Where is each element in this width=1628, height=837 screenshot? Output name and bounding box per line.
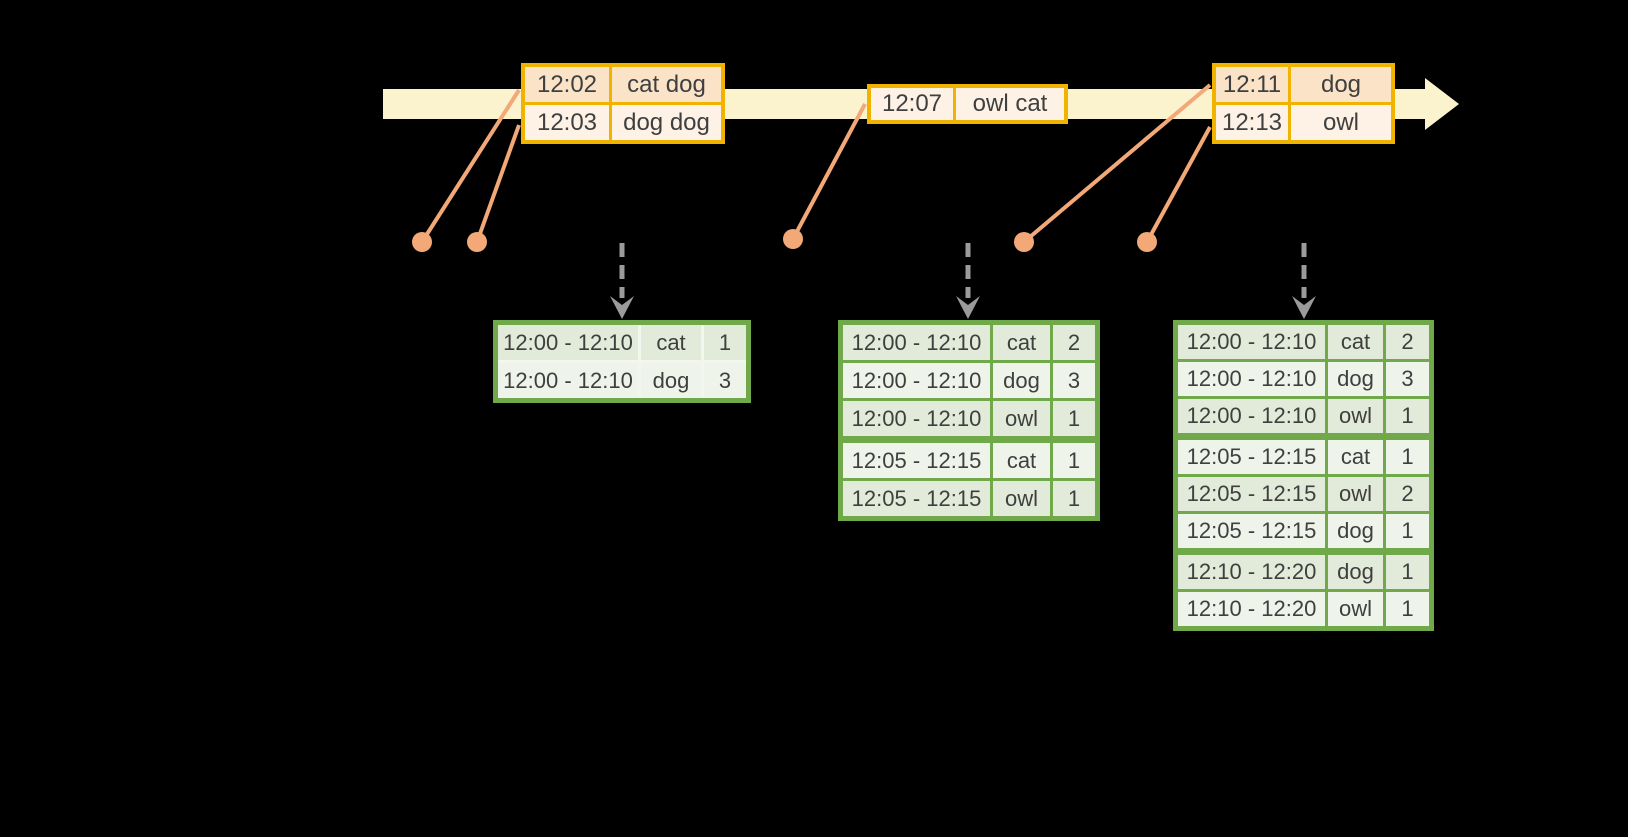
result-row: 12:05 - 12:15 dog 1: [1178, 514, 1429, 548]
word-cell: owl: [993, 481, 1050, 516]
window-cell: 12:00 - 12:10: [1178, 325, 1325, 359]
result-row: 12:00 - 12:10 dog 3: [843, 363, 1095, 398]
event-time-cell: 12:13: [1216, 105, 1288, 140]
result-row: 12:00 - 12:10 dog 3: [498, 363, 746, 398]
word-cell: dog: [1328, 362, 1383, 396]
trigger-arrowhead-icon: [956, 296, 980, 319]
window-cell: 12:00 - 12:10: [1178, 399, 1325, 433]
result-row: 12:05 - 12:15 cat 1: [1178, 440, 1429, 474]
window-cell: 12:10 - 12:20: [1178, 592, 1325, 626]
word-cell: cat: [993, 325, 1050, 360]
event-dot: [412, 232, 432, 252]
event-data-cell: owl cat: [956, 88, 1064, 120]
trigger-arrowhead-icon: [610, 296, 634, 319]
event-connector-line: [791, 103, 867, 240]
result-row: 12:10 - 12:20 dog 1: [1178, 555, 1429, 589]
result-row: 12:00 - 12:10 owl 1: [1178, 399, 1429, 433]
count-cell: 1: [1053, 443, 1095, 478]
count-cell: 1: [1386, 399, 1429, 433]
event-dot: [467, 232, 487, 252]
timeline-arrowhead-icon: [1425, 78, 1459, 130]
event-table-1: 12:02 cat dog 12:03 dog dog: [521, 63, 725, 144]
event-data-cell: dog: [1291, 67, 1391, 102]
result-table-1: 12:00 - 12:10 cat 1 12:00 - 12:10 dog 3: [493, 320, 751, 403]
result-row: 12:00 - 12:10 cat 1: [498, 325, 746, 360]
window-cell: 12:05 - 12:15: [1178, 477, 1325, 511]
window-cell: 12:05 - 12:15: [843, 481, 990, 516]
event-row: 12:11 dog: [1216, 67, 1391, 102]
word-cell: owl: [1328, 399, 1383, 433]
event-row: 12:13 owl: [1216, 105, 1391, 140]
event-time-cell: 12:07: [871, 88, 953, 120]
window-cell: 12:00 - 12:10: [843, 363, 990, 398]
count-cell: 1: [1386, 555, 1429, 589]
event-dot: [1137, 232, 1157, 252]
event-data-cell: owl: [1291, 105, 1391, 140]
word-cell: owl: [1328, 592, 1383, 626]
count-cell: 2: [1386, 477, 1429, 511]
word-cell: cat: [1328, 440, 1383, 474]
event-dot: [1014, 232, 1034, 252]
event-data-cell: cat dog: [612, 67, 721, 102]
event-time-cell: 12:02: [525, 67, 609, 102]
word-cell: dog: [1328, 555, 1383, 589]
count-cell: 1: [1386, 440, 1429, 474]
word-cell: dog: [1328, 514, 1383, 548]
result-row: 12:05 - 12:15 owl 2: [1178, 477, 1429, 511]
event-time-cell: 12:11: [1216, 67, 1288, 102]
count-cell: 1: [1386, 592, 1429, 626]
result-table-3: 12:00 - 12:10 cat 2 12:00 - 12:10 dog 3 …: [1173, 320, 1434, 631]
result-row: 12:00 - 12:10 cat 2: [1178, 325, 1429, 359]
trigger-arrowhead-icon: [1292, 296, 1316, 319]
result-row: 12:10 - 12:20 owl 1: [1178, 592, 1429, 626]
window-cell: 12:05 - 12:15: [843, 443, 990, 478]
count-cell: 1: [1053, 401, 1095, 436]
event-row: 12:07 owl cat: [871, 88, 1064, 120]
window-cell: 12:00 - 12:10: [498, 363, 638, 398]
result-row: 12:05 - 12:15 cat 1: [843, 443, 1095, 478]
word-cell: owl: [1328, 477, 1383, 511]
window-cell: 12:00 - 12:10: [843, 401, 990, 436]
result-row: 12:00 - 12:10 owl 1: [843, 401, 1095, 436]
word-cell: cat: [993, 443, 1050, 478]
window-cell: 12:00 - 12:10: [498, 325, 638, 360]
event-table-2: 12:07 owl cat: [867, 84, 1068, 124]
window-cell: 12:00 - 12:10: [843, 325, 990, 360]
count-cell: 3: [1386, 362, 1429, 396]
result-row: 12:00 - 12:10 cat 2: [843, 325, 1095, 360]
word-cell: cat: [1328, 325, 1383, 359]
result-table-2: 12:00 - 12:10 cat 2 12:00 - 12:10 dog 3 …: [838, 320, 1100, 521]
event-connector-line: [1145, 126, 1212, 243]
word-cell: dog: [641, 363, 701, 398]
word-cell: owl: [993, 401, 1050, 436]
event-table-3: 12:11 dog 12:13 owl: [1212, 63, 1395, 144]
result-row: 12:05 - 12:15 owl 1: [843, 481, 1095, 516]
count-cell: 1: [1053, 481, 1095, 516]
word-cell: dog: [993, 363, 1050, 398]
count-cell: 2: [1053, 325, 1095, 360]
event-row: 12:03 dog dog: [525, 105, 721, 140]
count-cell: 1: [1386, 514, 1429, 548]
window-cell: 12:05 - 12:15: [1178, 440, 1325, 474]
count-cell: 1: [704, 325, 746, 360]
window-cell: 12:10 - 12:20: [1178, 555, 1325, 589]
event-dot: [783, 229, 803, 249]
event-connector-line: [475, 124, 521, 243]
count-cell: 3: [1053, 363, 1095, 398]
count-cell: 3: [704, 363, 746, 398]
result-row: 12:00 - 12:10 dog 3: [1178, 362, 1429, 396]
event-time-cell: 12:03: [525, 105, 609, 140]
event-data-cell: dog dog: [612, 105, 721, 140]
event-row: 12:02 cat dog: [525, 67, 721, 102]
window-cell: 12:00 - 12:10: [1178, 362, 1325, 396]
count-cell: 2: [1386, 325, 1429, 359]
word-cell: cat: [641, 325, 701, 360]
window-cell: 12:05 - 12:15: [1178, 514, 1325, 548]
